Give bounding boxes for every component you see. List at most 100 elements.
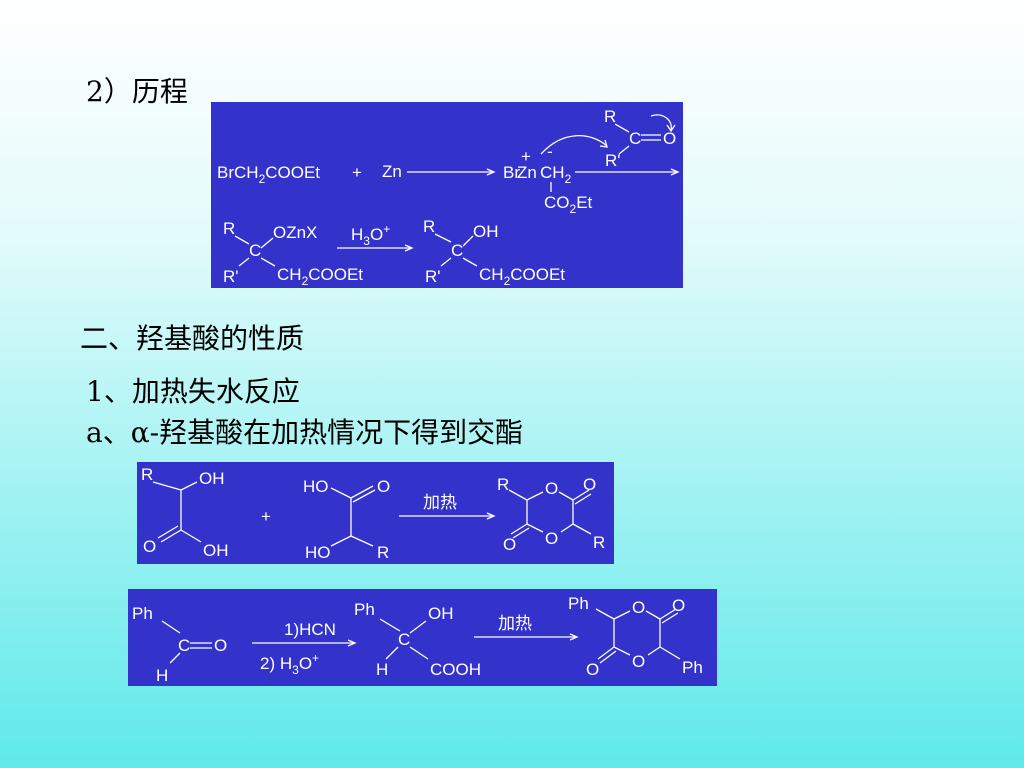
reaction-arrow-head: [347, 639, 357, 647]
mandelic-scheme-panel: Ph C O H 1)HCN 2) H3O+ Ph C OH H COOH 加热…: [128, 589, 717, 686]
bond-c-oh: [462, 235, 474, 247]
intermediate-zn: Zn: [517, 163, 537, 182]
item-a-text: -羟基酸在加热情况下得到交酯: [149, 416, 524, 449]
reagent-brch2cooet: BrCH2COOEt: [217, 163, 320, 186]
alkoxide-r: R: [223, 219, 235, 238]
acid1-oh2: OH: [203, 541, 229, 560]
acid2-o: O: [377, 477, 390, 496]
heat-label: 加热: [423, 493, 457, 512]
acid1-co-bond-2: [157, 525, 179, 539]
ketone-c: C: [629, 129, 641, 148]
reagent-h3o: H3O+: [351, 222, 390, 248]
acid-bond-oh: [409, 620, 427, 634]
acid1-bond-oh2: [180, 529, 202, 543]
product-c: C: [451, 241, 463, 260]
lactide-ring-2: [558, 491, 574, 501]
lactide-bond-r-bottom: [572, 523, 592, 535]
alkoxide-rprime: R': [223, 267, 239, 286]
acid1-bond-r: [152, 481, 182, 491]
acid-bond-ph: [379, 618, 401, 632]
process-heading: 2）历程: [86, 75, 188, 108]
aldehyde-h: H: [156, 666, 168, 685]
mandelic-scheme: Ph C O H 1)HCN 2) H3O+ Ph C OH H COOH 加热…: [132, 594, 703, 685]
lactide-ring-4: [560, 523, 574, 533]
intermediate-ch2: CH2: [540, 163, 572, 186]
item-alpha-hydroxy-lactide: a、α-羟基酸在加热情况下得到交酯: [86, 411, 523, 451]
carbonyl-arrow: [650, 114, 672, 131]
acid2-co-bond-1: [350, 485, 374, 499]
bond-c-rprime-3: [440, 257, 452, 267]
lactide-co-bottom-1: [510, 523, 528, 535]
lactide-r-bottom: R: [593, 533, 605, 552]
lactide-ring-5: [526, 523, 544, 533]
acid2-bond-ho: [330, 487, 352, 499]
lactide-bond-r-top: [508, 489, 528, 501]
step2-h3o: 2) H3O+: [260, 651, 319, 677]
reagent-zn: Zn: [382, 162, 402, 181]
product-rprime: R': [425, 267, 441, 286]
lactide-r-top: R: [497, 475, 509, 494]
lactide-co-bottom-2: [512, 527, 530, 539]
bond-c-rprime: [618, 145, 630, 155]
bond-c-o: [260, 237, 274, 249]
ring-bond-ph-bottom: [659, 646, 681, 660]
ring-4: [647, 646, 661, 656]
minus-charge: -: [547, 142, 553, 161]
alkoxide-ozn: OZnX: [273, 223, 317, 242]
ring-o-top: O: [632, 598, 645, 617]
product-oh: OH: [473, 222, 499, 241]
acid1-co-bond-1: [160, 529, 182, 543]
lactide-scheme-panel: R OH O OH + HO O HO R 加热 R O O: [137, 462, 614, 564]
acid2-ho2: HO: [305, 543, 331, 562]
reaction-arrow-3-head: [404, 244, 414, 252]
carbonyl-arrow-head: [666, 124, 676, 133]
acid2-co-bond-2: [352, 489, 376, 503]
section-title-hydroxy-acid-properties: 二、羟基酸的性质: [80, 322, 305, 355]
acid-cooh: COOH: [430, 660, 481, 679]
product-ch2cooet: CH2COOEt: [479, 265, 565, 288]
ring-co-bottom-2: [599, 650, 617, 664]
reaction-arrow-2-head: [670, 168, 680, 176]
acid2-bond-ho2: [330, 535, 352, 547]
reaction-arrow-1-head: [486, 168, 496, 176]
alkoxide-ch2cooet: CH2COOEt: [277, 265, 363, 288]
acid2-r: R: [377, 543, 389, 562]
lactide-ph-top: Ph: [568, 594, 589, 613]
ring-bond-ph-top: [595, 608, 615, 620]
bond-c-ch2: [260, 257, 276, 267]
acid-h: H: [376, 660, 388, 679]
lactide-o-top: O: [583, 475, 596, 494]
bond-c-ch2-2: [462, 257, 478, 267]
electron-flow-arrow: [540, 135, 608, 155]
ring-carbonyl-o-bottom: O: [586, 660, 599, 679]
bond-r-c-2: [234, 235, 250, 245]
acid-bond-cooh: [409, 646, 429, 660]
lactide-ring-1: [526, 491, 544, 501]
ring-co-top-1: [659, 608, 677, 620]
lactide-co-top-2: [574, 493, 592, 505]
bond-c-rprime-2: [238, 257, 250, 267]
lactide-co-top-1: [572, 489, 590, 501]
lactide-o-ring-bottom: O: [545, 529, 558, 548]
bond-r-c: [614, 123, 630, 133]
acid-c: C: [398, 630, 410, 649]
ring-5: [613, 646, 631, 656]
aldehyde-o: O: [214, 636, 227, 655]
acid1-bond-oh: [180, 481, 198, 491]
lactide-ph-bottom: Ph: [682, 658, 703, 677]
item-heating-dehydration: 1、加热失水反应: [86, 375, 300, 408]
lactide-o-ring-top: O: [545, 479, 558, 498]
alpha-symbol: α: [130, 416, 150, 449]
plus-sign: +: [352, 163, 362, 182]
product-r: R: [423, 217, 435, 236]
bond-r-c-3: [434, 233, 452, 243]
acid-oh: OH: [428, 604, 454, 623]
ketone-r: R: [604, 107, 616, 126]
item-a-prefix: a、: [86, 416, 131, 449]
heat-arrow-head: [569, 633, 579, 641]
heat-label: 加热: [498, 614, 532, 633]
acid2-bond-r: [350, 535, 374, 547]
acid1-oh: OH: [199, 469, 225, 488]
acid1-o: O: [143, 537, 156, 556]
lactide-o-bottom: O: [503, 535, 516, 554]
